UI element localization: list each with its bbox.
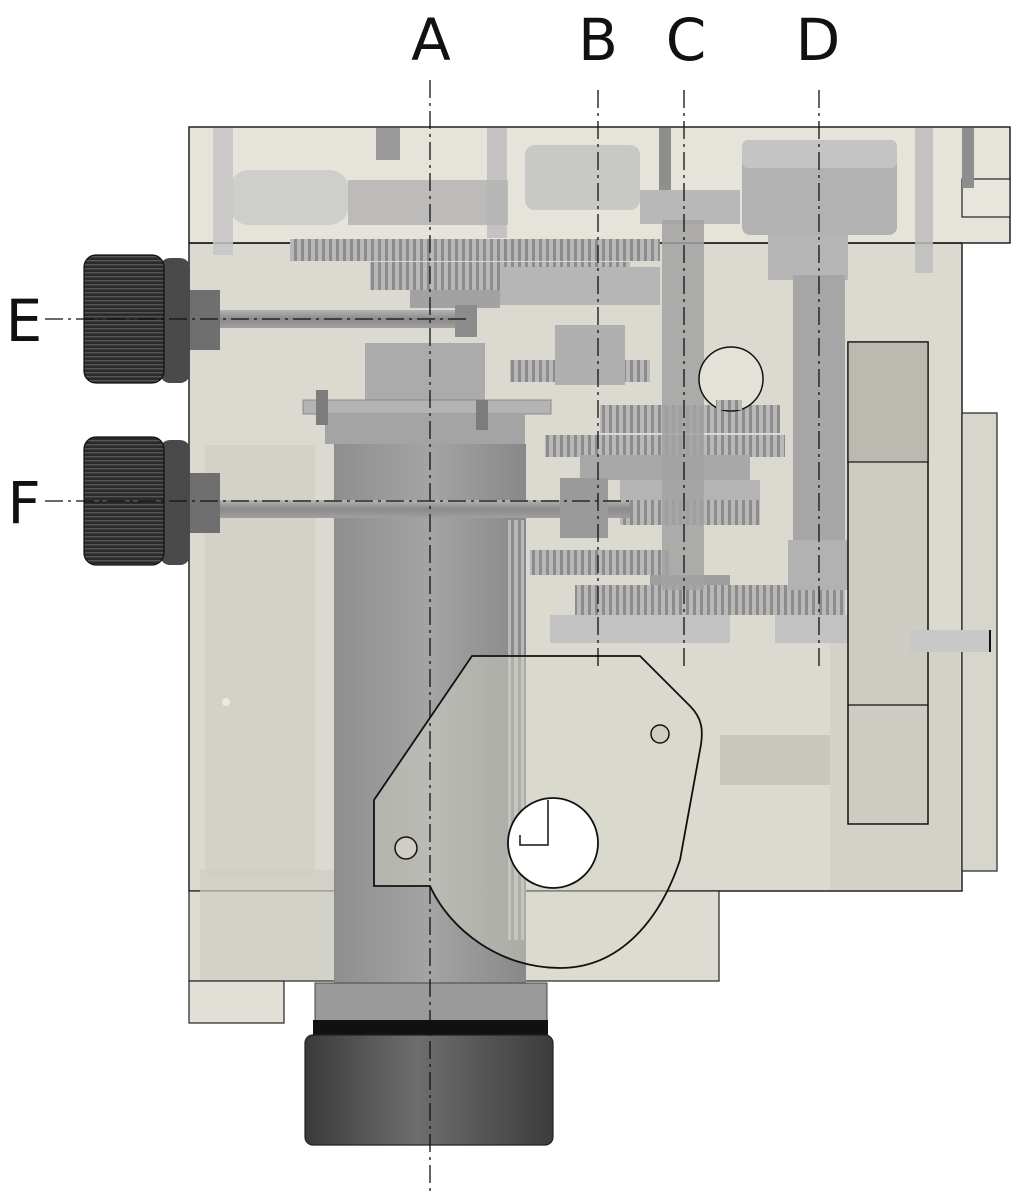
housing-hole xyxy=(222,698,230,706)
lower-left-shading xyxy=(200,870,340,980)
gear-train xyxy=(290,220,863,643)
axis-label-e: E xyxy=(6,287,43,355)
slot-plate xyxy=(847,341,991,825)
gear xyxy=(550,615,650,643)
knob-e-shaft xyxy=(215,310,473,328)
knob-f-collar xyxy=(186,473,220,533)
flange-screw xyxy=(316,390,328,425)
knob-f-shaft xyxy=(215,500,630,518)
knob-f-block xyxy=(560,478,608,538)
column-collar xyxy=(325,414,525,444)
knob-e-neck xyxy=(160,258,190,383)
gear xyxy=(555,325,625,385)
bolt xyxy=(376,128,400,160)
gear xyxy=(290,239,660,261)
bolt xyxy=(915,128,933,273)
column-flange xyxy=(302,399,552,415)
knob-f-neck xyxy=(160,440,190,565)
hub-c-cap xyxy=(640,190,740,224)
bracket xyxy=(525,145,640,210)
axis-label-f: F xyxy=(7,469,40,537)
lower-shading-block xyxy=(720,735,830,785)
focus-knob xyxy=(304,1020,554,1146)
knob-e-block xyxy=(455,305,477,337)
bracket xyxy=(229,170,349,225)
cover-plate-hole xyxy=(650,724,670,744)
axis-lines xyxy=(45,80,820,1192)
inspection-window xyxy=(698,346,764,412)
gear xyxy=(530,550,670,575)
flange-screw xyxy=(476,400,488,430)
shaft-d-base xyxy=(788,540,848,590)
gear xyxy=(410,290,500,308)
axis-label-a: A xyxy=(411,6,451,74)
bore-key xyxy=(519,800,549,846)
shaft-d-upper xyxy=(768,235,848,280)
column-neck xyxy=(314,982,548,1024)
cover-plate-bore xyxy=(507,797,599,889)
column-cap xyxy=(365,343,485,403)
bracket xyxy=(348,180,508,225)
bolt xyxy=(213,128,233,255)
bolt xyxy=(659,128,671,200)
shaft-c xyxy=(662,220,704,590)
knob-body xyxy=(304,1034,554,1146)
side-pin xyxy=(910,630,990,652)
housing-foot-plate xyxy=(188,980,285,1024)
slot-plate-window xyxy=(847,341,929,463)
gear-teeth-visible xyxy=(716,400,742,410)
axis-label-d: D xyxy=(796,6,841,74)
cover-plate-hole xyxy=(394,836,418,860)
gear xyxy=(640,615,730,643)
cover-plate xyxy=(373,655,703,969)
bolt xyxy=(962,128,974,188)
knob-e-collar xyxy=(186,290,220,350)
axis-label-c: C xyxy=(666,6,707,74)
gear xyxy=(500,267,660,305)
axis-label-b: B xyxy=(578,6,618,74)
axis-labels: A B C D E F xyxy=(6,6,841,537)
